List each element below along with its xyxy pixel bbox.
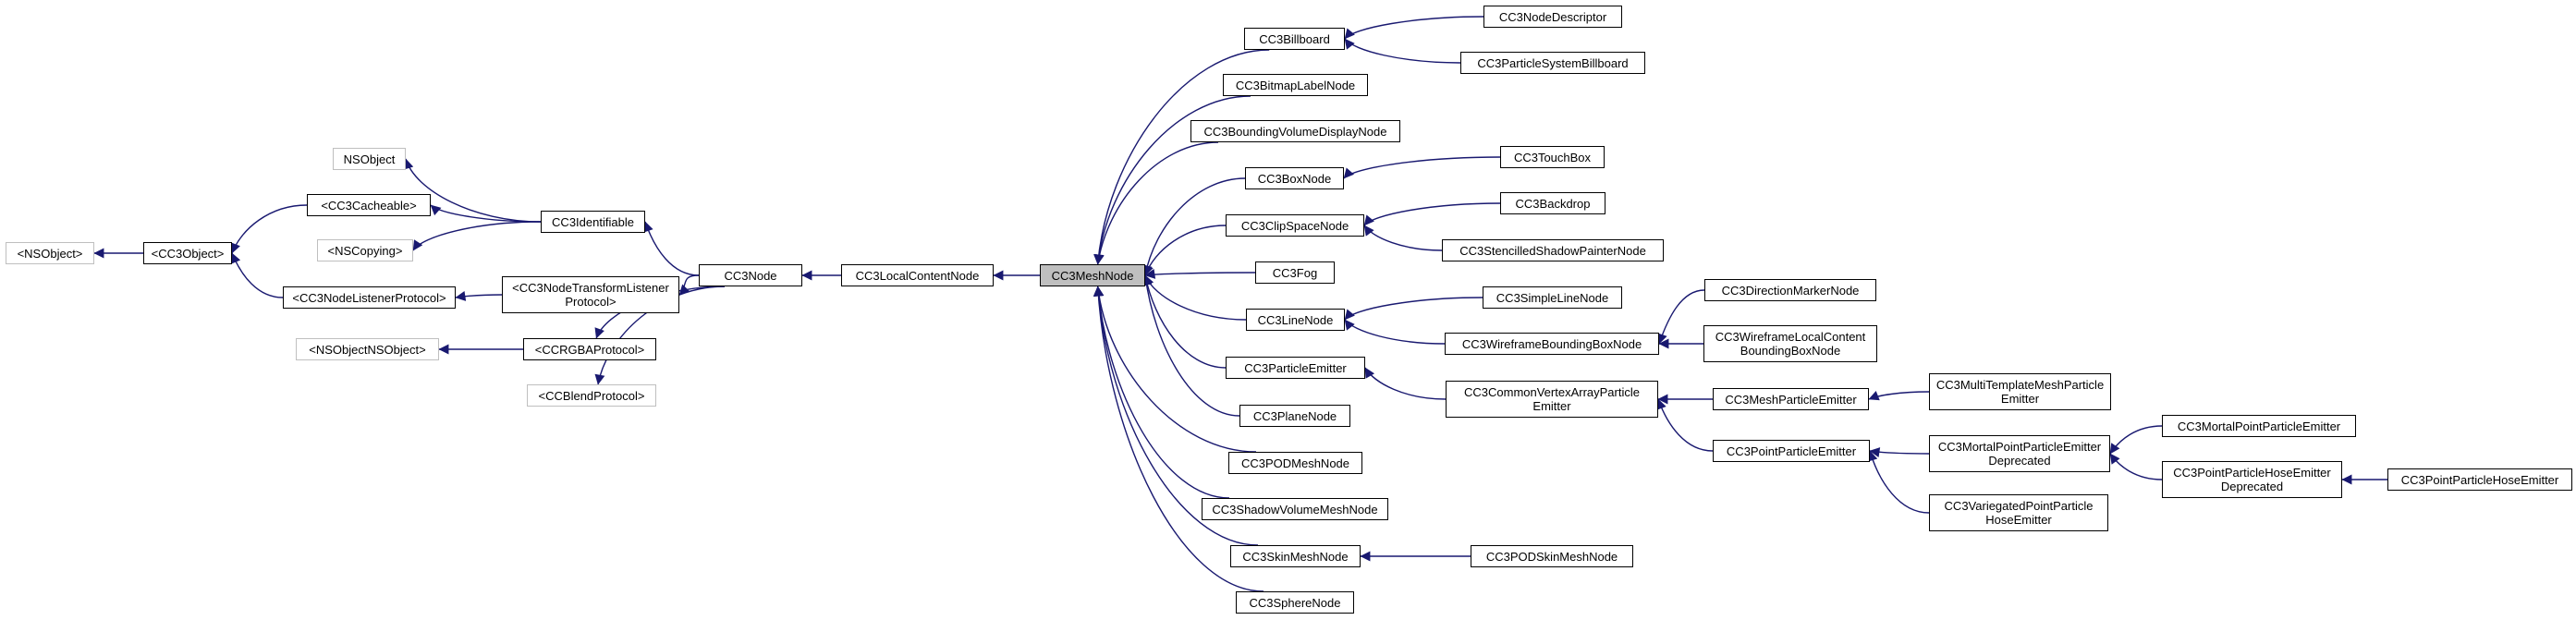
- node-ccblendprotocol[interactable]: <CCBlendProtocol>: [527, 384, 656, 407]
- edge-cc3wireframeboundingboxnode-to-cc3linenode: [1344, 319, 1446, 345]
- edge-cc3backdrop-to-cc3clipspacenode: [1363, 202, 1501, 226]
- node-cc3particlesystembillboard[interactable]: CC3ParticleSystemBillboard: [1460, 52, 1645, 74]
- node-cc3spherenode[interactable]: CC3SphereNode: [1236, 591, 1354, 614]
- node-cc3multitemplatemeshparticleemitter[interactable]: CC3MultiTemplateMeshParticle Emitter: [1929, 373, 2111, 410]
- node-cc3fog[interactable]: CC3Fog: [1255, 261, 1335, 284]
- node-cc3node[interactable]: CC3Node: [699, 264, 802, 286]
- edge-cc3stencilledshadowpainternode-to-cc3clipspacenode: [1363, 225, 1443, 251]
- edge-cc3billboard-to-cc3meshnode: [1093, 49, 1270, 265]
- node-cc3billboard[interactable]: CC3Billboard: [1244, 28, 1345, 50]
- edge-cc3shadowvolumemeshnode-to-cc3meshnode: [1093, 286, 1230, 499]
- edge-cc3boxnode-to-cc3meshnode: [1141, 177, 1246, 276]
- node-cc3object[interactable]: <CC3Object>: [143, 242, 232, 264]
- edge-cc3bitmaplabelnode-to-cc3meshnode: [1093, 95, 1251, 265]
- edge-cc3nodedescriptor-to-cc3billboard: [1344, 16, 1484, 40]
- node-cc3nodetransformlistenerprotocol[interactable]: <CC3NodeTransformListener Protocol>: [502, 276, 679, 313]
- node-nscopying[interactable]: <NSCopying>: [317, 239, 413, 261]
- node-cc3planenode[interactable]: CC3PlaneNode: [1239, 405, 1350, 427]
- node-cc3shadowvolumemeshnode[interactable]: CC3ShadowVolumeMeshNode: [1202, 498, 1388, 520]
- node-cc3cacheable[interactable]: <CC3Cacheable>: [307, 194, 431, 216]
- node-cc3commonvertexarrayparticleemitter[interactable]: CC3CommonVertexArrayParticle Emitter: [1446, 381, 1658, 418]
- node-cc3backdrop[interactable]: CC3Backdrop: [1500, 192, 1605, 214]
- node-cc3clipspacenode[interactable]: CC3ClipSpaceNode: [1226, 214, 1364, 237]
- node-cc3bitmaplabelnode[interactable]: CC3BitmapLabelNode: [1223, 74, 1368, 96]
- node-cc3particleemitter[interactable]: CC3ParticleEmitter: [1226, 357, 1365, 379]
- edge-cc3directionmarkernode-to-cc3wireframeboundingboxnode: [1657, 289, 1705, 345]
- node-cc3podmeshnode[interactable]: CC3PODMeshNode: [1228, 452, 1362, 474]
- edge-cc3mortalpointparticleemitter-to-cc3mortalpointparticleemitterdeprecated: [2109, 425, 2163, 455]
- node-nsobject-protocol[interactable]: <NSObject>: [6, 242, 94, 264]
- edge-cc3fog-to-cc3meshnode: [1144, 269, 1256, 279]
- node-cc3pointparticlehoseemitter[interactable]: CC3PointParticleHoseEmitter: [2387, 468, 2572, 491]
- node-cc3pointparticleemitter[interactable]: CC3PointParticleEmitter: [1713, 440, 1870, 462]
- edge-cc3linenode-to-cc3meshnode: [1143, 274, 1247, 321]
- edge-cc3pointparticleemitter-to-cc3commonvertexarrayparticleemitter: [1656, 398, 1714, 452]
- edge-cc3clipspacenode-to-cc3meshnode: [1143, 225, 1227, 276]
- node-cc3nodedescriptor[interactable]: CC3NodeDescriptor: [1483, 6, 1622, 28]
- edge-cc3mortalpointparticleemitterdeprecated-to-cc3pointparticleemitter: [1869, 447, 1930, 457]
- node-cc3wireframelocalcontentboundingboxnode[interactable]: CC3WireframeLocalContent BoundingBoxNode: [1703, 325, 1877, 362]
- edge-cc3cacheable-to-cc3object: [230, 204, 308, 254]
- edge-cc3planenode-to-cc3meshnode: [1141, 274, 1240, 417]
- edge-cc3identifiable-to-nsobject_b: [403, 158, 542, 223]
- node-cc3wireframeboundingboxnode[interactable]: CC3WireframeBoundingBoxNode: [1445, 333, 1659, 355]
- node-cc3boxnode[interactable]: CC3BoxNode: [1245, 167, 1344, 189]
- node-cc3mortalpointparticleemitter[interactable]: CC3MortalPointParticleEmitter: [2162, 415, 2356, 437]
- node-cc3pointparticlehoseemitterdeprecated[interactable]: CC3PointParticleHoseEmitter Deprecated: [2162, 461, 2342, 498]
- edge-cc3node-to-cc3identifiable: [643, 221, 700, 276]
- node-cc3identifiable[interactable]: CC3Identifiable: [541, 211, 645, 233]
- node-cc3variegatedpointparticlehoseemitter[interactable]: CC3VariegatedPointParticle HoseEmitter: [1929, 494, 2108, 531]
- node-nsobject-class[interactable]: NSObject: [333, 148, 406, 170]
- node-cc3boundingvolumedisplaynode[interactable]: CC3BoundingVolumeDisplayNode: [1190, 120, 1400, 142]
- node-cc3localcontentnode[interactable]: CC3LocalContentNode: [841, 264, 994, 286]
- node-cc3mortalpointparticleemitterdeprecated[interactable]: CC3MortalPointParticleEmitter Deprecated: [1929, 435, 2110, 472]
- node-cc3linenode[interactable]: CC3LineNode: [1246, 309, 1345, 331]
- edge-cc3identifiable-to-cc3cacheable: [430, 204, 542, 223]
- edge-cc3nodelistenerprotocol-to-cc3object: [230, 252, 284, 298]
- edge-cc3boundingvolumedisplaynode-to-cc3meshnode: [1093, 141, 1219, 265]
- edge-cc3node-to-cc3nodetransformlistenerprotocol: [678, 274, 700, 296]
- edge-cc3particlesystembillboard-to-cc3billboard: [1344, 38, 1461, 64]
- edge-cc3touchbox-to-cc3boxnode: [1343, 156, 1501, 179]
- edge-cc3particleemitter-to-cc3meshnode: [1141, 274, 1227, 369]
- node-cc3stencilledshadowpainternode[interactable]: CC3StencilledShadowPainterNode: [1442, 239, 1664, 261]
- edge-cc3commonvertexarrayparticleemitter-to-cc3particleemitter: [1364, 367, 1447, 400]
- node-cc3directionmarkernode[interactable]: CC3DirectionMarkerNode: [1704, 279, 1876, 301]
- edge-cc3simplelinenode-to-cc3linenode: [1344, 297, 1483, 321]
- edge-cc3multitemplatemeshparticleemitter-to-cc3meshparticleemitter: [1868, 391, 1930, 401]
- edge-cc3podmeshnode-to-cc3meshnode: [1093, 286, 1257, 453]
- edge-cc3spherenode-to-cc3meshnode: [1093, 286, 1264, 592]
- edge-cc3pointparticlehoseemitterdeprecated-to-cc3mortalpointparticleemitterdeprecated: [2109, 453, 2163, 480]
- node-cc3skinmeshnode[interactable]: CC3SkinMeshNode: [1230, 545, 1361, 567]
- node-cc3meshnode[interactable]: CC3MeshNode: [1040, 264, 1145, 286]
- node-nsobjectnsobject[interactable]: <NSObjectNSObject>: [296, 338, 439, 360]
- node-cc3touchbox[interactable]: CC3TouchBox: [1500, 146, 1605, 168]
- edge-cc3skinmeshnode-to-cc3meshnode: [1093, 286, 1259, 546]
- node-cc3podskinmeshnode[interactable]: CC3PODSkinMeshNode: [1471, 545, 1633, 567]
- edge-cc3node-to-ccblendprotocol: [594, 286, 726, 385]
- node-cc3simplelinenode[interactable]: CC3SimpleLineNode: [1483, 286, 1622, 309]
- node-ccrgbaprotocol[interactable]: <CCRGBAProtocol>: [523, 338, 656, 360]
- node-cc3nodelistenerprotocol[interactable]: <CC3NodeListenerProtocol>: [283, 286, 456, 309]
- edge-cc3variegatedpointparticlehoseemitter-to-cc3pointparticleemitter: [1867, 450, 1930, 514]
- node-cc3meshparticleemitter[interactable]: CC3MeshParticleEmitter: [1713, 388, 1869, 410]
- edge-cc3nodetransformlistenerprotocol-to-cc3nodelistenerprotocol: [455, 291, 503, 301]
- edge-cc3identifiable-to-nscopying: [412, 221, 542, 251]
